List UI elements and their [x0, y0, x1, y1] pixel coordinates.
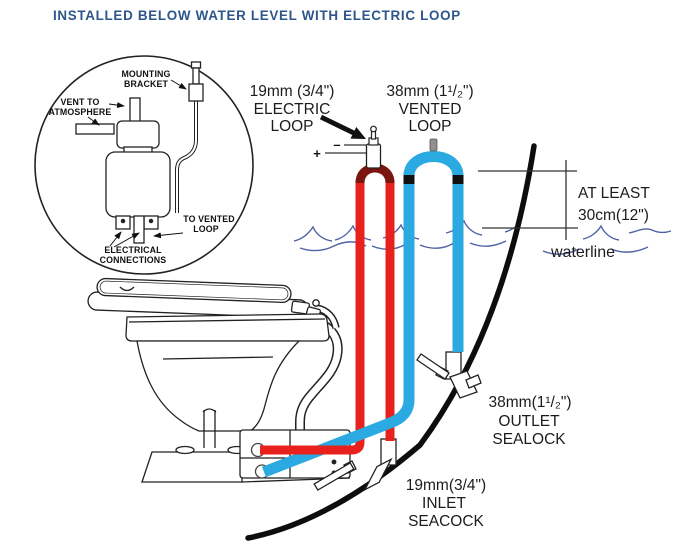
funnel-detail [175, 408, 247, 455]
solenoid-valve-drawing [75, 61, 204, 244]
waterline-label: waterline [550, 244, 615, 261]
to-vented-loop-label-1: TO VENTED [183, 214, 235, 224]
bowl [136, 340, 301, 432]
inlet-seacock-valve [313, 438, 397, 492]
inlet-seacock-label: 19mm(3/4") INLET SEACOCK [406, 477, 486, 530]
electrical-connections-label-2: CONNECTIONS [100, 255, 167, 265]
inlet-line3: SEACOCK [408, 513, 484, 530]
bowl-detail-line [162, 356, 274, 360]
outlet-line2: OUTLET [498, 413, 560, 430]
inset-arrows [87, 79, 187, 248]
solenoid-inset: MOUNTING BRACKET VENT TO ATMOSPHERE TO V… [34, 55, 254, 275]
at-least-value: 30cm(12") [578, 207, 649, 224]
vented-loop-pipe [262, 151, 464, 478]
measurement-lines [478, 160, 578, 240]
toilet-lid [96, 277, 292, 304]
to-vented-loop-label-2: LOOP [193, 224, 219, 234]
rim-detail-line [128, 318, 326, 323]
electric-loop-line2: ELECTRIC [254, 101, 331, 118]
outlet-pipe-bottom [133, 215, 145, 244]
vent-pipe-top [129, 97, 141, 124]
mounting-bracket-label-1: MOUNTING [121, 69, 170, 79]
page-title: INSTALLED BELOW WATER LEVEL WITH ELECTRI… [53, 8, 461, 23]
electric-loop-label: 19mm (3/4") ELECTRIC LOOP [250, 83, 366, 139]
mounting-bracket [188, 83, 204, 102]
valve-body [105, 151, 171, 218]
vent-to-atmosphere-label-1: VENT TO [60, 97, 99, 107]
bracket-pin-head [190, 61, 202, 69]
electric-loop-line3: LOOP [270, 118, 313, 135]
vented-loop-size: 38mm (1¹/₂") [386, 83, 473, 100]
bowl-rim [125, 313, 330, 342]
vented-loop-line3: LOOP [408, 118, 451, 135]
vented-loop-label: 38mm (1¹/₂") VENTED LOOP [386, 83, 473, 135]
minus-terminal-label: – [333, 137, 340, 152]
vent-nipple [429, 138, 438, 152]
lid-notch [119, 286, 135, 292]
waterline-waves [293, 219, 672, 255]
vent-to-atmosphere-label-2: ATMOSPHERE [49, 107, 112, 117]
toilet-hinge [290, 299, 321, 319]
hose-clamp-left [403, 175, 415, 184]
electrical-connections-label-1: ELECTRICAL [104, 245, 162, 255]
outlet-sealock-valve [416, 351, 482, 399]
outlet-size: 38mm(1¹/₂") [489, 394, 572, 411]
hose-clamp-right [452, 175, 464, 184]
inlet-size: 19mm(3/4") [406, 477, 486, 494]
vented-loop-line2: VENTED [399, 101, 462, 118]
bracket-pin [192, 67, 200, 85]
hull-curve [245, 143, 537, 541]
mounting-bracket-label-2: BRACKET [124, 79, 169, 89]
electric-loop-size: 19mm (3/4") [250, 83, 335, 100]
electric-loop-arrow [319, 114, 366, 139]
vent-pipe-left [75, 123, 115, 135]
inlet-line2: INLET [422, 495, 466, 512]
valve-cap [116, 120, 160, 149]
plus-terminal-label: + [313, 146, 321, 161]
pedestal-foot [141, 451, 243, 483]
solenoid-valve: + – [313, 125, 382, 169]
outlet-line3: SEALOCK [492, 431, 566, 448]
outlet-sealock-label: 38mm(1¹/₂") OUTLET SEALOCK [489, 394, 572, 448]
at-least-label: AT LEAST [578, 185, 650, 202]
